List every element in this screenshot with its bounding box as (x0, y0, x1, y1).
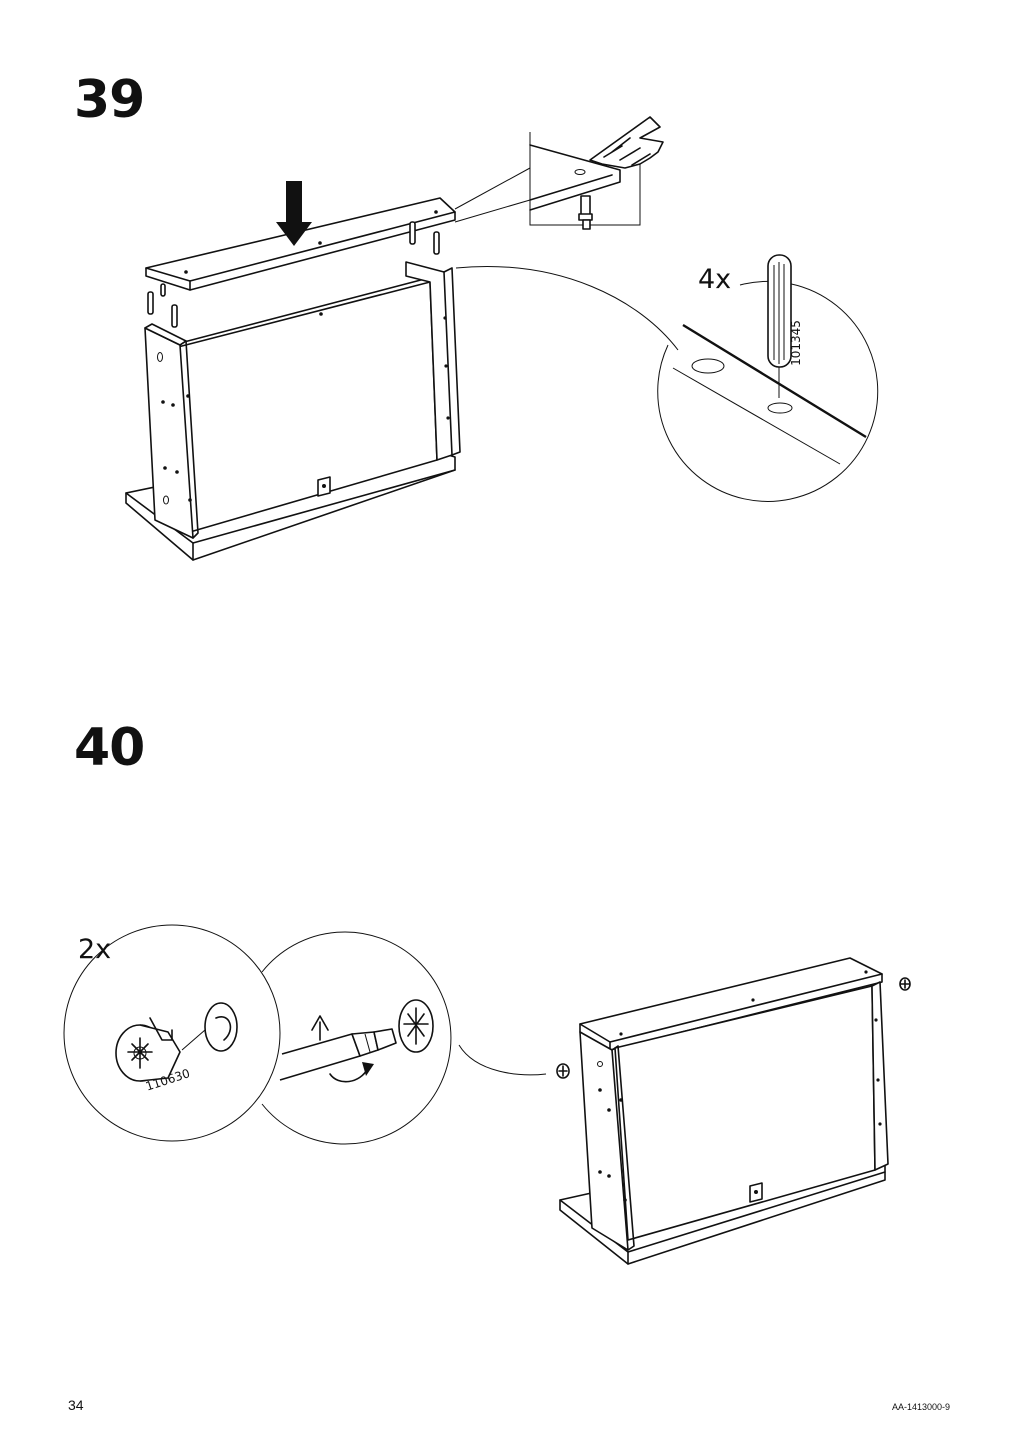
step-39-number: 39 (74, 70, 145, 130)
rotate-arrow-icon (311, 1015, 374, 1083)
page-number: 34 (68, 1397, 84, 1413)
cam-lock-icon (398, 999, 434, 1053)
pointing-hand-icon (589, 116, 664, 169)
step-40-camlock-detail (63, 924, 281, 1142)
step-40-cabinet-illustration (556, 957, 911, 1265)
step-39-quantity-label: 4x (698, 264, 732, 295)
step-39-press-detail-inset (454, 116, 664, 230)
step-40-number: 40 (74, 718, 145, 778)
document-code: AA-1413000-9 (891, 1402, 950, 1412)
step-40-quantity-label: 2x (78, 934, 112, 965)
dowel-icon (767, 254, 792, 398)
step-39-cabinet-illustration (125, 181, 461, 561)
step-40-screwdriver-detail (261, 931, 547, 1145)
cam-lock-icon (556, 1063, 570, 1079)
dowel-part-number: 101345 (788, 320, 803, 366)
cam-lock-icon (115, 1017, 181, 1082)
down-arrow-icon (276, 181, 312, 246)
step-39-dowel-detail (455, 254, 879, 502)
cam-lock-icon (899, 977, 911, 991)
screwdriver-icon (279, 1028, 397, 1081)
